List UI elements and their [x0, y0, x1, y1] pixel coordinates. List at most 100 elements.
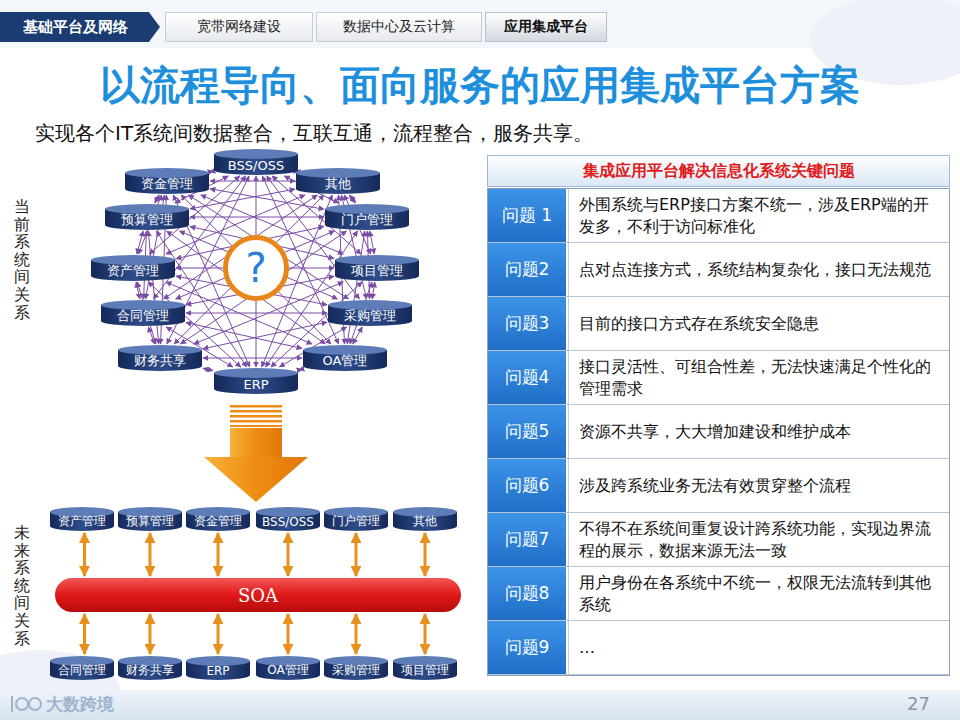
- mesh-link: [203, 322, 327, 349]
- node-label: OA管理: [323, 352, 368, 370]
- node-label: 项目管理: [401, 662, 449, 679]
- cylinder-body: [256, 512, 320, 531]
- problem-text: 点对点连接方式，系统结构复杂化，接口无法规范: [568, 243, 949, 296]
- double-arrow: [287, 533, 290, 576]
- system-cylinder: 财务共享: [118, 656, 182, 680]
- node-label: 采购管理: [332, 662, 380, 679]
- mesh-link: [148, 327, 154, 344]
- system-cylinder: 合同管理: [101, 300, 185, 326]
- node-label: ERP: [243, 377, 268, 392]
- double-arrow: [149, 533, 152, 576]
- problem-number: 问题2: [488, 243, 568, 296]
- table-row: 问题2点对点连接方式，系统结构复杂化，接口无法规范: [488, 243, 949, 297]
- problem-text: 涉及跨系统业务无法有效贯穿整个流程: [568, 459, 949, 512]
- node-label: BSS/OSS: [262, 515, 314, 529]
- mesh-link: [190, 217, 324, 218]
- node-label: 其他: [325, 175, 351, 193]
- down-arrow: [204, 405, 308, 502]
- node-label: 合同管理: [58, 662, 106, 679]
- cylinder-body: [50, 661, 114, 680]
- node-label: OA管理: [267, 662, 308, 679]
- problem-number: 问题9: [488, 621, 568, 674]
- mesh-link: [181, 195, 331, 344]
- mesh-link: [203, 368, 213, 370]
- table-row: 问题8用户身份在各系统中不统一，权限无法流转到其他系统: [488, 567, 949, 621]
- node-label: 预算管理: [126, 513, 174, 530]
- system-cylinder: BSS/OSS: [214, 149, 298, 175]
- problem-text: 接口灵活性、可组合性差，无法快速满足个性化的管理需求: [568, 351, 949, 404]
- mesh-link: [353, 327, 362, 344]
- double-arrow: [355, 533, 358, 576]
- mesh-link: [203, 358, 302, 359]
- mesh-link: [186, 323, 302, 349]
- node-label: 应用集成平台: [504, 18, 588, 36]
- node-label: ERP: [206, 664, 229, 678]
- nav-tab: 基础平台及网络: [0, 12, 160, 42]
- system-cylinder: 资金管理: [186, 507, 250, 531]
- node-label: 数据中心及云计算: [343, 18, 455, 36]
- node-label: 项目管理: [351, 262, 403, 280]
- system-cylinder: 门户管理: [324, 507, 388, 531]
- system-cylinder: OA管理: [256, 656, 320, 680]
- cylinder-body: [324, 661, 388, 680]
- side-label: 当前系统间关系: [14, 198, 30, 321]
- problem-text: 用户身份在各系统中不统一，权限无法流转到其他系统: [568, 567, 949, 620]
- mesh-link: [167, 231, 326, 344]
- double-arrow: [355, 614, 358, 654]
- table-row: 问题9…: [488, 621, 949, 675]
- node-label: 预算管理: [121, 211, 173, 229]
- problem-text: 不得不在系统间重复设计跨系统功能，实现边界流程的展示，数据来源无法一致: [568, 513, 949, 566]
- node-label: 采购管理: [344, 307, 396, 325]
- system-cylinder: BSS/OSS: [256, 507, 320, 531]
- cylinder-body: [324, 512, 388, 531]
- double-arrow: [217, 614, 220, 654]
- problem-number: 问题5: [488, 405, 568, 458]
- system-cylinder: OA管理: [303, 345, 387, 371]
- node-label: 财务共享: [126, 662, 174, 679]
- system-cylinder: 资金管理: [125, 168, 209, 194]
- question-ring: ?: [223, 235, 289, 301]
- nav-tab: 宽带网络建设: [165, 12, 313, 42]
- node-label: 资产管理: [58, 513, 106, 530]
- double-arrow: [424, 533, 427, 576]
- node-label: 资金管理: [194, 513, 242, 530]
- problem-number: 问题4: [488, 351, 568, 404]
- system-cylinder: 其他: [296, 168, 380, 194]
- node-label: 财务共享: [134, 352, 186, 370]
- problem-table: 问题 1外围系统与ERP接口方案不统一，涉及ERP端的开发多，不利于访问标准化问…: [487, 188, 950, 676]
- mesh-link: [186, 313, 327, 314]
- table-row: 问题7不得不在系统间重复设计跨系统功能，实现边界流程的展示，数据来源无法一致: [488, 513, 949, 567]
- page-number: 27: [907, 693, 930, 714]
- system-cylinder: 项目管理: [335, 255, 419, 281]
- system-cylinder: 财务共享: [118, 345, 202, 371]
- cylinder-body: [186, 512, 250, 531]
- cylinder-body: [118, 512, 182, 531]
- node-label: 资产管理: [107, 262, 159, 280]
- nav-tab: 应用集成平台: [485, 12, 607, 42]
- node-label: 其他: [413, 513, 437, 530]
- problem-number: 问题7: [488, 513, 568, 566]
- system-cylinder: 资产管理: [50, 507, 114, 531]
- table-row: 问题6涉及跨系统业务无法有效贯穿整个流程: [488, 459, 949, 513]
- double-arrow: [83, 614, 86, 654]
- mesh-link: [137, 231, 143, 254]
- problem-text: 目前的接口方式存在系统安全隐患: [568, 297, 949, 350]
- subtitle: 实现各个IT系统间数据整合，互联互通，流程整合，服务共享。: [35, 120, 593, 147]
- problem-number: 问题3: [488, 297, 568, 350]
- node-label: 资金管理: [141, 175, 193, 193]
- node-label: 宽带网络建设: [197, 18, 281, 36]
- table-header: 集成应用平台解决信息化系统关键问题: [487, 155, 950, 187]
- node-label: 门户管理: [341, 211, 393, 229]
- double-arrow: [287, 614, 290, 654]
- logo-mark: [12, 696, 41, 712]
- mesh-link: [210, 181, 295, 182]
- problem-text: 资源不共享，大大增加建设和维护成本: [568, 405, 949, 458]
- cylinder-body: [50, 512, 114, 531]
- system-cylinder: 采购管理: [328, 300, 412, 326]
- node-label: ?: [245, 245, 266, 291]
- nav-tab: 数据中心及云计算: [316, 12, 482, 42]
- node-label: BSS/OSS: [228, 158, 284, 173]
- problem-number: 问题8: [488, 567, 568, 620]
- node-label: SOA: [238, 585, 278, 606]
